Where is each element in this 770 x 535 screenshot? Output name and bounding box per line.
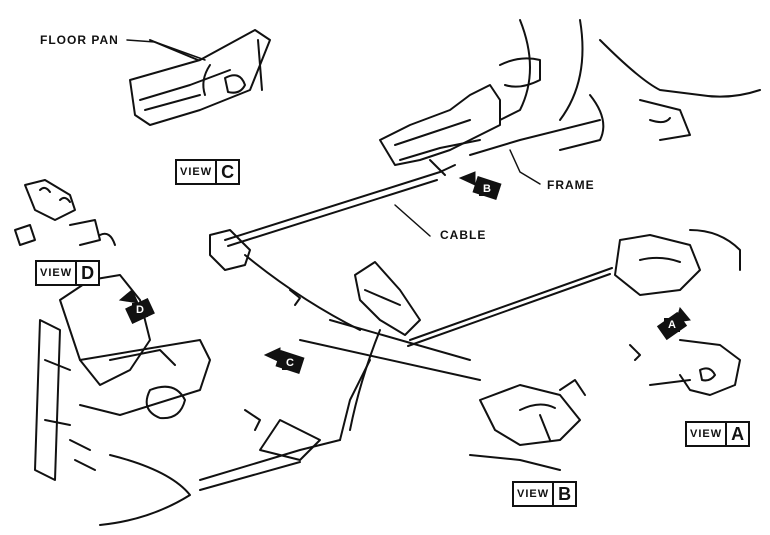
view-d-box: VIEW D	[35, 260, 101, 286]
floor-pan-label: FLOOR PAN	[40, 33, 119, 47]
main-cables	[99, 171, 613, 526]
view-a-detail	[614, 229, 741, 396]
frame-assembly	[379, 19, 761, 176]
center-bracket	[199, 229, 481, 491]
cable-label: CABLE	[440, 228, 487, 242]
view-a-box: VIEW A	[685, 421, 751, 447]
view-d-letter: D	[75, 262, 98, 284]
view-b-detail	[469, 379, 586, 471]
arrow-tag-b: B	[479, 182, 495, 196]
arrow-tag-d: D	[132, 303, 148, 317]
view-a-word: VIEW	[690, 428, 723, 440]
view-c-box: VIEW C	[175, 159, 241, 185]
floor-pan-detail	[129, 29, 271, 126]
arrow-tag-a: A	[664, 318, 680, 332]
view-b-letter: B	[552, 483, 575, 505]
frame-label: FRAME	[547, 178, 595, 192]
view-c-word: VIEW	[180, 166, 213, 178]
leader-lines	[126, 39, 541, 237]
view-a-letter: A	[725, 423, 748, 445]
view-b-box: VIEW B	[512, 481, 578, 507]
view-d-bracket	[14, 179, 116, 246]
view-b-word: VIEW	[517, 488, 550, 500]
view-c-letter: C	[215, 161, 238, 183]
pedal-assembly	[34, 274, 211, 481]
view-d-word: VIEW	[40, 267, 73, 279]
arrow-tag-c: C	[282, 356, 298, 370]
